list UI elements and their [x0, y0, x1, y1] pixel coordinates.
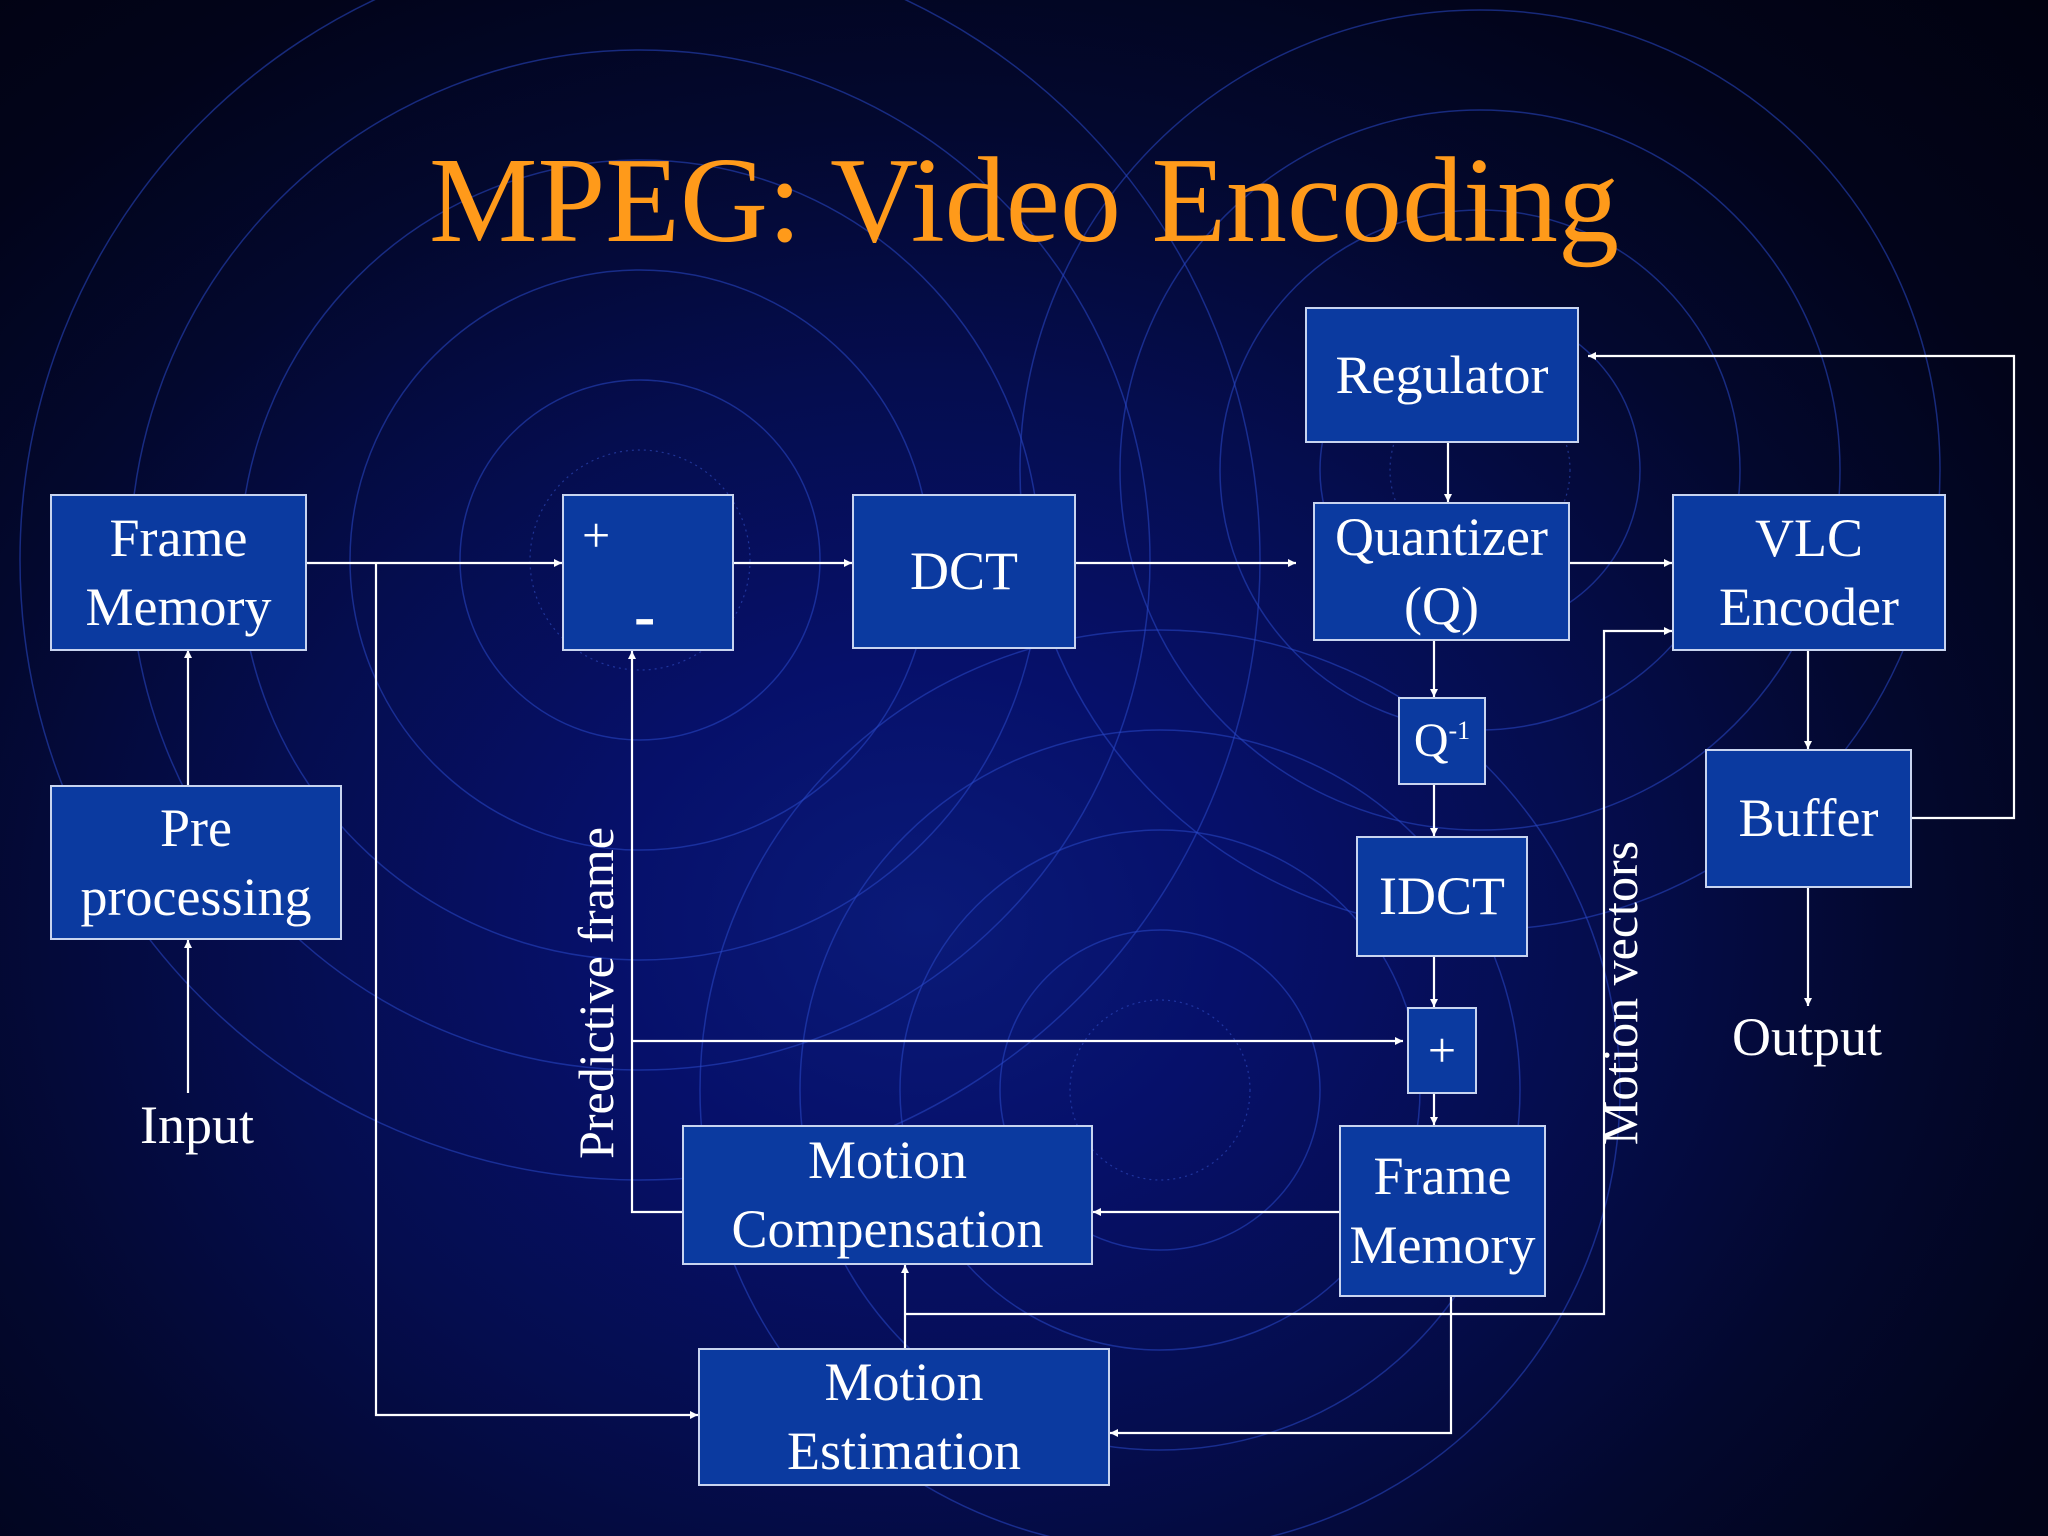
idct-block: IDCT: [1356, 836, 1528, 957]
inverse-quantizer-block: Q-1: [1398, 697, 1486, 785]
motion-estimation-block: Motion Estimation: [698, 1348, 1110, 1486]
buffer-block: Buffer: [1705, 749, 1912, 888]
block-label-line: Motion: [807, 1130, 968, 1191]
block-label-line: processing: [80, 866, 312, 927]
motion-compensation-block: Motion Compensation: [682, 1125, 1093, 1265]
vlc-encoder-block: VLC Encoder: [1672, 494, 1946, 651]
plus-sign: +: [582, 507, 611, 563]
block-label-line: Memory: [85, 576, 272, 637]
block-label-line: Frame: [1373, 1146, 1512, 1207]
output-label: Output: [1732, 1007, 1883, 1067]
block-label: IDCT: [1379, 866, 1505, 927]
regulator-block: Regulator: [1305, 307, 1579, 443]
block-label-line: Quantizer: [1335, 506, 1548, 567]
block-label-line: Compensation: [731, 1199, 1044, 1259]
block-label: Regulator: [1335, 344, 1549, 405]
predictive-frame-label: Predictive frame: [568, 827, 624, 1159]
block-label-line: VLC: [1755, 507, 1863, 568]
adder-block: +: [1407, 1007, 1477, 1094]
block-label-line: Motion: [824, 1352, 984, 1413]
input-label: Input: [140, 1095, 254, 1155]
motion-vectors-label: Motion vectors: [1592, 840, 1648, 1146]
inverse-quantizer-symbol: Q: [1413, 713, 1449, 767]
block-label-line: Memory: [1349, 1215, 1536, 1275]
inverse-superscript: -1: [1448, 715, 1471, 745]
frame-memory-loop-block: Frame Memory: [1339, 1125, 1546, 1297]
plus-sign: +: [1427, 1021, 1457, 1078]
slide-title: MPEG: Video Encoding: [428, 133, 1620, 268]
block-label-line: Encoder: [1719, 576, 1899, 637]
quantizer-block: Quantizer (Q): [1313, 502, 1570, 641]
dct-block: DCT: [852, 494, 1076, 649]
block-label: Buffer: [1738, 788, 1879, 849]
block-label-line: Frame: [109, 507, 248, 568]
block-label: DCT: [910, 541, 1018, 602]
block-label: Q-1: [1414, 711, 1470, 772]
block-label-line: Pre: [160, 797, 232, 858]
minus-sign: -: [634, 580, 656, 651]
frame-memory-input-block: Frame Memory: [50, 494, 307, 651]
pre-processing-block: Pre processing: [50, 785, 342, 940]
subtractor-block: + -: [562, 494, 734, 651]
block-label-line: (Q): [1404, 575, 1479, 636]
block-label-line: Estimation: [787, 1421, 1021, 1481]
